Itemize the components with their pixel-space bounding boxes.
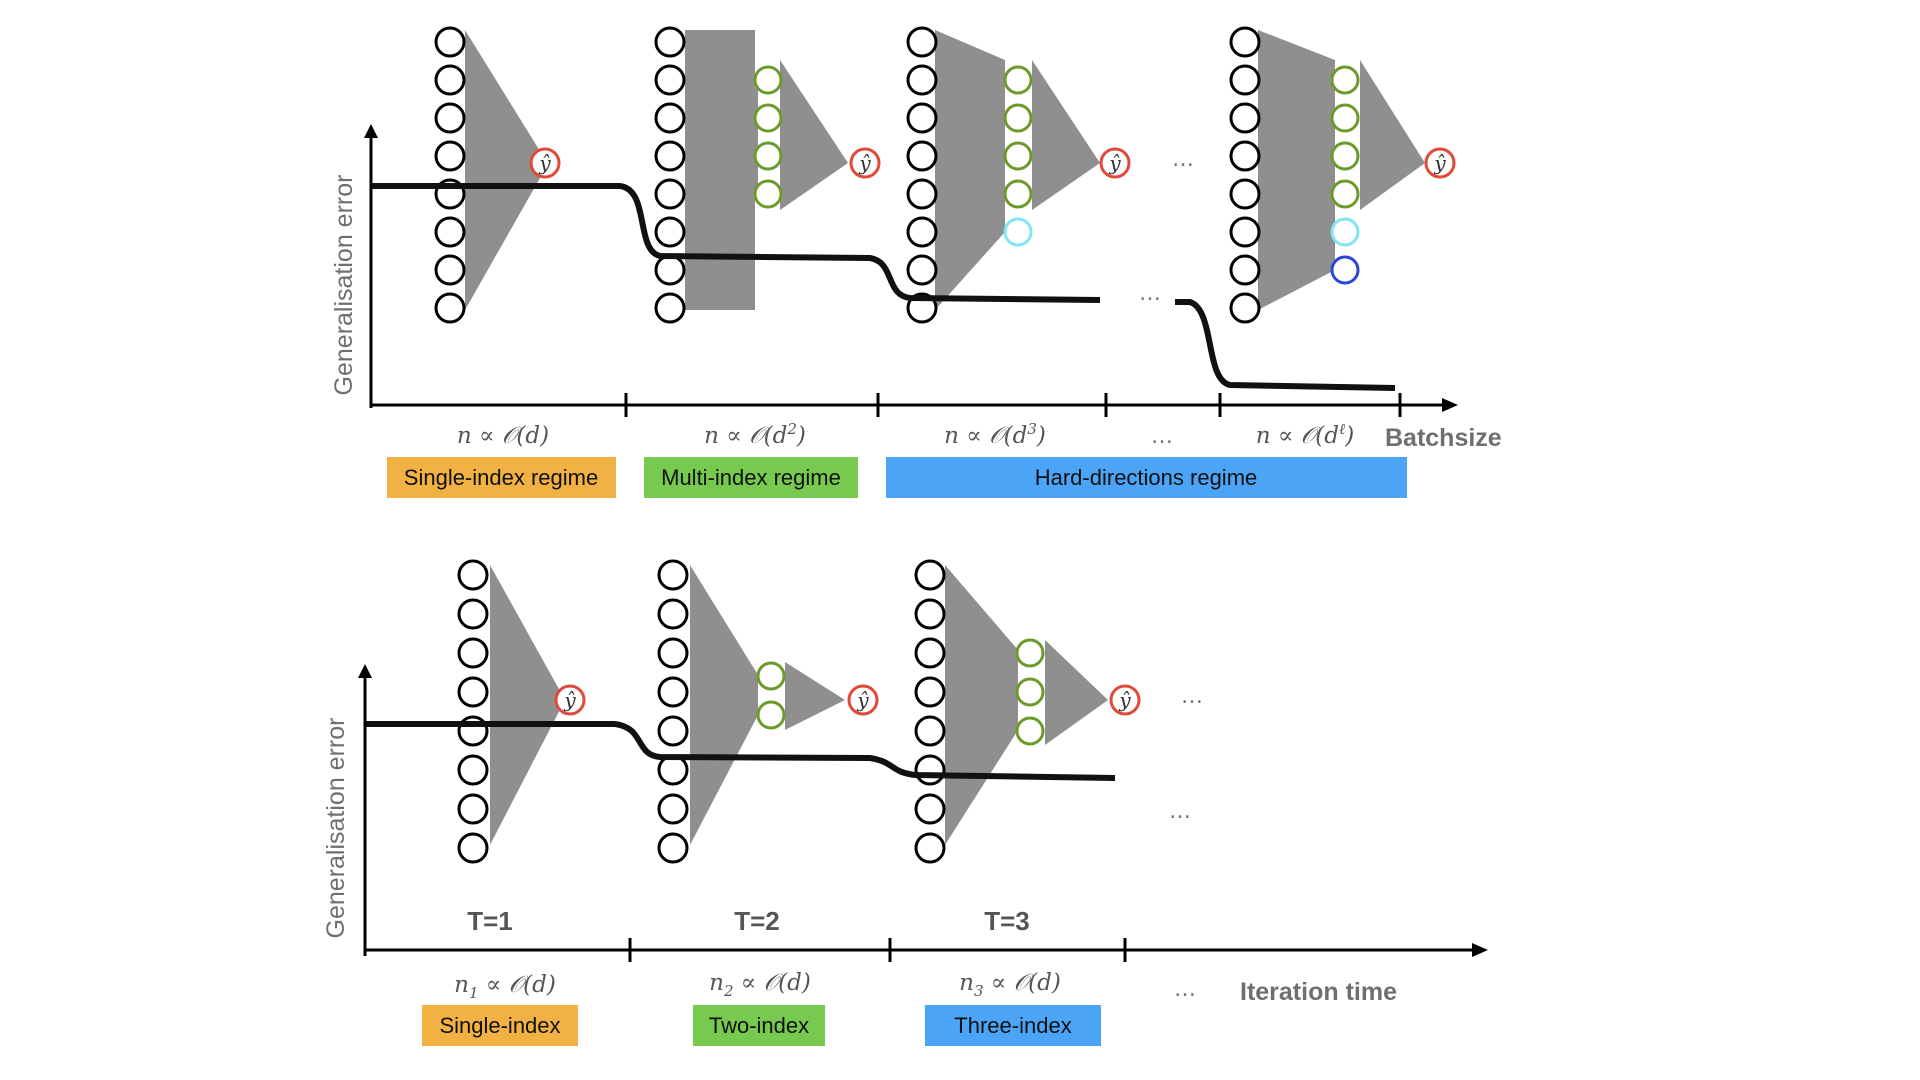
top-panel: ŷ ŷ — [330, 26, 1502, 498]
t-label: T=1 — [467, 906, 513, 936]
output-node — [529, 147, 561, 179]
hidden-node-blue — [1330, 255, 1360, 285]
network-bottom-2: ŷ — [657, 559, 879, 864]
input-layer — [654, 26, 686, 324]
error-curve — [372, 183, 1101, 303]
y-axis-arrow — [358, 664, 372, 678]
output-label: ŷ — [856, 688, 869, 712]
output-label: ŷ — [1118, 688, 1131, 712]
input-layer — [657, 559, 689, 864]
input-layer — [434, 26, 466, 324]
output-label: ŷ — [1433, 151, 1446, 175]
output-node — [849, 147, 881, 179]
input-layer — [906, 26, 938, 324]
t-label: T=3 — [984, 906, 1030, 936]
network-bottom-1: ŷ — [457, 559, 586, 864]
bottom-panel: ŷ ŷ — [322, 559, 1488, 1046]
network-bottom-3: ŷ — [914, 559, 1141, 864]
sample-size-label: n ∝ 𝒪(d) — [457, 423, 549, 449]
sample-size-label: n ∝ 𝒪(d2) — [704, 420, 806, 449]
regime-box-multi-index — [644, 457, 858, 498]
x-axis-label: Iteration time — [1240, 978, 1397, 1006]
regime-box-two-index — [693, 1005, 825, 1046]
top-axes — [364, 124, 1458, 417]
t-label: T=2 — [734, 906, 780, 936]
hidden-layer — [1330, 65, 1360, 209]
regime-box-hard-directions — [886, 457, 1407, 498]
hidden-node-cyan — [1003, 217, 1033, 247]
output-label: ŷ — [858, 151, 871, 175]
hidden-layer — [1003, 65, 1033, 209]
regime-box-single-index — [387, 457, 616, 498]
output-label: ŷ — [563, 688, 576, 712]
network-ellipsis: … — [1181, 684, 1203, 709]
regime-box-single-index — [422, 1005, 578, 1046]
input-layer — [1229, 26, 1261, 324]
regime-label: Single-index — [439, 1013, 560, 1038]
regime-label: Single-index regime — [404, 465, 598, 490]
fan-shape — [945, 565, 1018, 845]
network-ellipsis: … — [1172, 147, 1194, 172]
y-axis-label: Generalisation error — [322, 718, 350, 939]
curve-ellipsis: … — [1139, 281, 1161, 306]
regime-label: Three-index — [954, 1013, 1071, 1038]
fan-shape — [465, 30, 548, 310]
regime-label: Multi-index regime — [661, 465, 841, 490]
y-axis-arrow — [364, 124, 378, 138]
x-axis-arrow — [1472, 943, 1488, 957]
error-curve-segment — [1175, 299, 1396, 391]
output-node — [847, 684, 879, 716]
x-axis-arrow — [1442, 398, 1458, 412]
network-top-4: ŷ — [1229, 26, 1456, 324]
sample-size-label: n ∝ 𝒪(d3) — [944, 420, 1046, 449]
output-label: ŷ — [538, 151, 551, 175]
output-node — [554, 684, 586, 716]
network-top-3: ŷ — [906, 26, 1131, 324]
network-top-2: ŷ — [654, 26, 881, 324]
hidden-layer — [753, 65, 783, 209]
regime-label: Two-index — [709, 1013, 809, 1038]
y-axis-label: Generalisation error — [330, 175, 358, 396]
output-node — [1109, 684, 1141, 716]
sample-ellipsis: … — [1151, 424, 1173, 449]
sample-size-label: n ∝ 𝒪(dℓ) — [1256, 420, 1354, 449]
output-label: ŷ — [1108, 151, 1121, 175]
output-node — [1099, 147, 1131, 179]
output-node — [1424, 147, 1456, 179]
bottom-axes — [358, 664, 1488, 962]
regime-box-three-index — [925, 1005, 1101, 1046]
error-curve — [365, 721, 1116, 781]
curve-ellipsis: … — [1169, 799, 1191, 824]
fan-shape — [1258, 30, 1335, 310]
regime-label: Hard-directions regime — [1035, 465, 1258, 490]
fan-shape — [690, 565, 758, 845]
sample-ellipsis: … — [1174, 977, 1196, 1002]
x-axis-label: Batchsize — [1385, 424, 1502, 452]
hidden-layer — [756, 661, 786, 730]
input-layer — [914, 559, 946, 864]
sample-size-label: n3 ∝ 𝒪(d) — [959, 970, 1061, 1000]
sample-size-label: n1 ∝ 𝒪(d) — [454, 972, 556, 1002]
hidden-layer — [1015, 638, 1045, 746]
sample-size-label: n2 ∝ 𝒪(d) — [709, 970, 811, 1000]
input-layer — [457, 559, 489, 864]
network-top-1: ŷ — [434, 26, 561, 324]
fan-shape — [490, 565, 565, 845]
fan-shape — [935, 30, 1005, 310]
hidden-node-cyan — [1330, 217, 1360, 247]
